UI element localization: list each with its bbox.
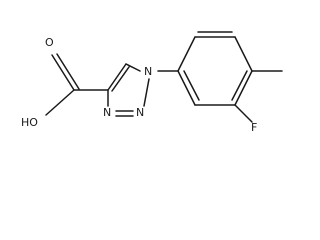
bond-carboxyl-double-o: [51, 54, 75, 91]
bond-ar-6-double: [183, 70, 200, 101]
bond-ar-4-double: [231, 70, 248, 101]
bond-n1-n2: [143, 78, 150, 107]
bond-c4-c5-double: [111, 66, 130, 92]
atom-n2-label: N: [136, 106, 144, 119]
bond-ar-4: [234, 70, 253, 106]
bond-fluoro: [234, 104, 253, 123]
atom-oh-label: HO: [21, 116, 38, 129]
molecule-canvas: N N N O HO F: [21, 31, 283, 134]
bond-c5-n1: [125, 63, 141, 72]
bond-ar-3: [234, 36, 253, 72]
bond-carboxyl-double-o-2: [56, 53, 80, 90]
bond-ar-1: [177, 36, 196, 72]
atom-n1-label: N: [144, 65, 152, 78]
bond-c4-c5: [107, 63, 127, 91]
bond-ar-6: [177, 70, 196, 106]
atom-f-label: F: [251, 121, 257, 134]
structure-diagram: N N N O HO F: [21, 31, 283, 134]
bond-carboxyl-oh: [45, 89, 75, 116]
atom-o-label: O: [45, 36, 54, 49]
atom-n3-label: N: [103, 106, 111, 119]
